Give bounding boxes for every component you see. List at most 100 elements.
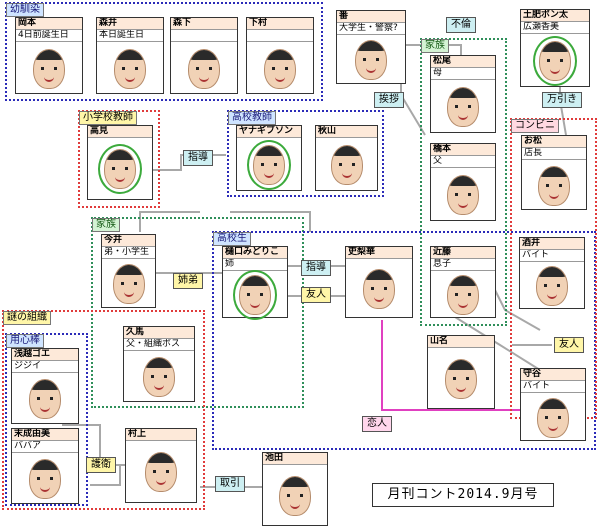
group-high-school-teacher [227, 110, 384, 197]
person-role [171, 30, 237, 42]
person-photo [316, 138, 377, 191]
person-role: 父・組織ボス [124, 339, 194, 351]
person-role: 店長 [522, 148, 586, 160]
person-role: 4日前誕生日 [16, 30, 82, 42]
person-photo [431, 168, 495, 222]
person-card-yamana: 山名 [427, 335, 495, 409]
person-card-doihi: 土肥ポン太 広瀬香美 [520, 9, 590, 87]
group-family-right [420, 38, 507, 326]
relation-label-siblings: 姉弟 [173, 273, 203, 289]
group-label-high-school-students: 高校生 [213, 232, 251, 246]
group-childhood-friends [5, 2, 323, 101]
person-name: 樋口みどりこ [223, 247, 287, 259]
person-photo [431, 271, 495, 319]
issue-title: 月刊コント2014.9月号 [372, 483, 554, 507]
person-photo [428, 348, 494, 409]
person-role: 広瀬香美 [521, 22, 589, 34]
person-card-kondo: 近藤 息子 [430, 246, 496, 318]
person-name: 土肥ポン太 [521, 10, 589, 22]
person-photo [521, 34, 589, 88]
relation-label-guidance-highschool: 指導 [301, 260, 331, 276]
person-photo [88, 138, 152, 200]
person-role: バイト [520, 250, 584, 262]
person-photo [97, 42, 163, 95]
person-role: バイト [521, 381, 585, 393]
group-label-childhood-friends: 幼馴染 [6, 3, 44, 17]
person-name: 森井 [97, 18, 163, 30]
person-name: 吏梨華 [346, 247, 412, 259]
person-photo [223, 270, 287, 320]
person-name: 下村 [247, 18, 313, 30]
person-card-okamoto: 岡本 4日前誕生日 [15, 17, 83, 94]
person-role: ジジイ [12, 361, 78, 373]
relation-label-escort: 護衛 [86, 457, 116, 473]
person-photo [431, 80, 495, 134]
relation-label-friend-2: 友人 [554, 337, 584, 353]
person-card-murakami: 村上 [125, 428, 197, 503]
person-card-yanagi: ヤナギブソン [236, 125, 302, 191]
person-card-akiyama: 秋山 [315, 125, 378, 191]
person-photo [126, 441, 196, 503]
person-name: 池田 [263, 453, 327, 465]
person-name: ヤナギブソン [237, 126, 301, 138]
person-card-higuchi: 樋口みどりこ 姉 [222, 246, 288, 320]
person-name: 末成由美 [12, 429, 78, 441]
person-name: 酒井 [520, 238, 584, 250]
person-photo [521, 393, 585, 442]
group-label-high-school-teacher: 高校教師 [228, 111, 276, 125]
person-photo [16, 42, 82, 95]
person-name: 番 [337, 11, 405, 23]
person-name: 高見 [88, 126, 152, 138]
person-photo [237, 138, 301, 191]
person-card-matsuo: 松尾 母 [430, 55, 496, 133]
group-label-bodyguard: 用心棒 [6, 334, 44, 348]
relation-label-affair: 不倫 [446, 17, 476, 33]
person-role: 大学生・警察? [337, 23, 405, 35]
person-photo [247, 42, 313, 95]
person-card-moriya: 守谷 バイト [520, 368, 586, 441]
group-bodyguard [5, 333, 88, 506]
person-name: お松 [522, 136, 586, 148]
group-label-elementary-teacher: 小学校教師 [79, 111, 137, 125]
relation-label-transaction: 取引 [215, 476, 245, 492]
person-role [247, 30, 313, 42]
relation-label-lovers: 恋人 [362, 416, 392, 432]
person-role: 息子 [431, 259, 495, 271]
person-name: 守谷 [521, 369, 585, 381]
group-label-secret-organization: 謎の組織 [3, 311, 51, 325]
person-card-imai: 今井 弟・小学生 [101, 234, 156, 308]
person-card-omatsu: お松 店長 [521, 135, 587, 210]
person-name: 森下 [171, 18, 237, 30]
relation-label-friend-1: 友人 [301, 287, 331, 303]
person-role: 本日誕生日 [97, 30, 163, 42]
group-secret-organization [2, 310, 205, 510]
person-name: 松尾 [431, 56, 495, 68]
person-photo [124, 351, 194, 403]
person-card-asaga: 浅越ゴエ ジジイ [11, 348, 79, 424]
person-photo [263, 465, 327, 526]
person-name: 岡本 [16, 18, 82, 30]
person-name: 浅越ゴエ [12, 349, 78, 361]
person-name: 橋本 [431, 144, 495, 156]
person-card-takami: 高見 [87, 125, 153, 200]
person-card-ikeda: 池田 [262, 452, 328, 526]
group-label-convenience-store: コンビニ [511, 119, 559, 133]
person-role: 弟・小学生 [102, 247, 155, 259]
person-photo [337, 35, 405, 85]
person-card-morishita: 森下 [170, 17, 238, 94]
relation-label-shoplifting: 万引き [542, 92, 582, 108]
person-name: 村上 [126, 429, 196, 441]
group-label-family-right: 家族 [421, 39, 449, 53]
person-name: 秋山 [316, 126, 377, 138]
person-photo [12, 373, 78, 425]
person-role: ババア [12, 441, 78, 453]
person-card-morii: 森井 本日誕生日 [96, 17, 164, 94]
person-photo [171, 42, 237, 95]
group-family-left [91, 217, 304, 408]
person-card-kuma: 久馬 父・組織ボス [123, 326, 195, 402]
person-photo [522, 160, 586, 211]
person-name: 近藤 [431, 247, 495, 259]
person-name: 山名 [428, 336, 494, 348]
person-name: 久馬 [124, 327, 194, 339]
relation-label-greeting: 挨拶 [374, 92, 404, 108]
